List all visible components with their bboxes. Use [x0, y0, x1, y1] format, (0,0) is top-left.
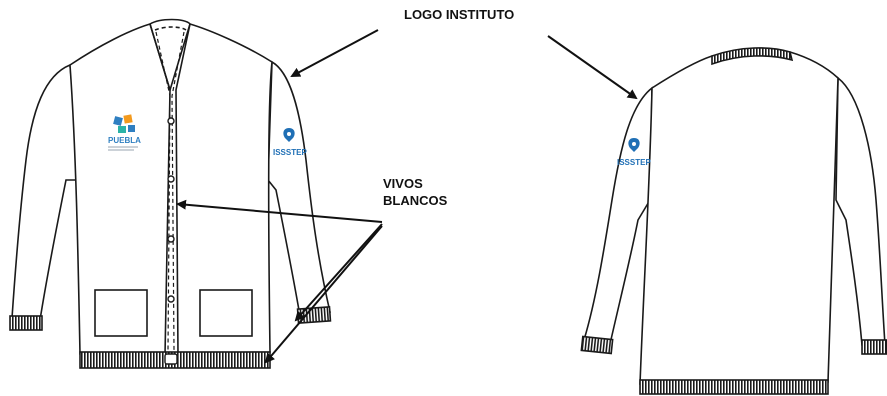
issstep-logo-text: ISSSTEP	[273, 148, 307, 157]
front-piping-left	[155, 31, 171, 351]
sweater-back	[580, 47, 887, 395]
front-placket-left	[149, 23, 171, 356]
arrow-vivos-hem	[264, 225, 383, 364]
button	[167, 175, 175, 183]
label-blancos: BLANCOS	[383, 193, 448, 208]
button	[167, 295, 175, 303]
front-piping-right	[171, 31, 185, 351]
label-logo-instituto: LOGO INSTITUTO	[404, 7, 515, 22]
button-hem	[164, 353, 178, 365]
front-pocket-right	[199, 289, 253, 337]
button	[167, 117, 175, 125]
back-right-cuff	[861, 339, 887, 355]
issstep-logo-back: ISSSTEP	[617, 138, 651, 167]
back-left-sleeve	[582, 86, 653, 345]
callout-arrows	[176, 29, 638, 364]
issstep-logo-front: ISSSTEP	[273, 128, 307, 157]
arrow-logo-back	[547, 35, 638, 100]
back-left-cuff	[580, 335, 614, 355]
puebla-logo-text: PUEBLA	[108, 136, 141, 145]
arrow-vivos-placket	[176, 199, 383, 223]
front-placket-right	[175, 23, 191, 356]
front-collar-back	[149, 18, 191, 25]
arrow-logo-front	[290, 29, 379, 77]
issstep-logo-text: ISSSTEP	[617, 158, 651, 167]
button	[167, 235, 175, 243]
back-body	[639, 50, 839, 385]
front-neck-inner	[154, 26, 187, 31]
front-left-sleeve	[11, 63, 81, 321]
back-collar	[711, 47, 794, 66]
sweater-front	[9, 18, 332, 369]
arrow-vivos-cuff	[294, 223, 383, 322]
back-hem-rib	[639, 379, 829, 395]
puebla-logo: PUEBLA	[108, 114, 141, 151]
front-buttons	[164, 117, 178, 365]
front-right-sleeve	[267, 60, 331, 317]
back-right-sleeve	[835, 76, 886, 346]
label-vivos: VIVOS	[383, 176, 423, 191]
front-body	[69, 23, 273, 355]
front-left-cuff	[9, 315, 43, 331]
front-pocket-left	[94, 289, 148, 337]
